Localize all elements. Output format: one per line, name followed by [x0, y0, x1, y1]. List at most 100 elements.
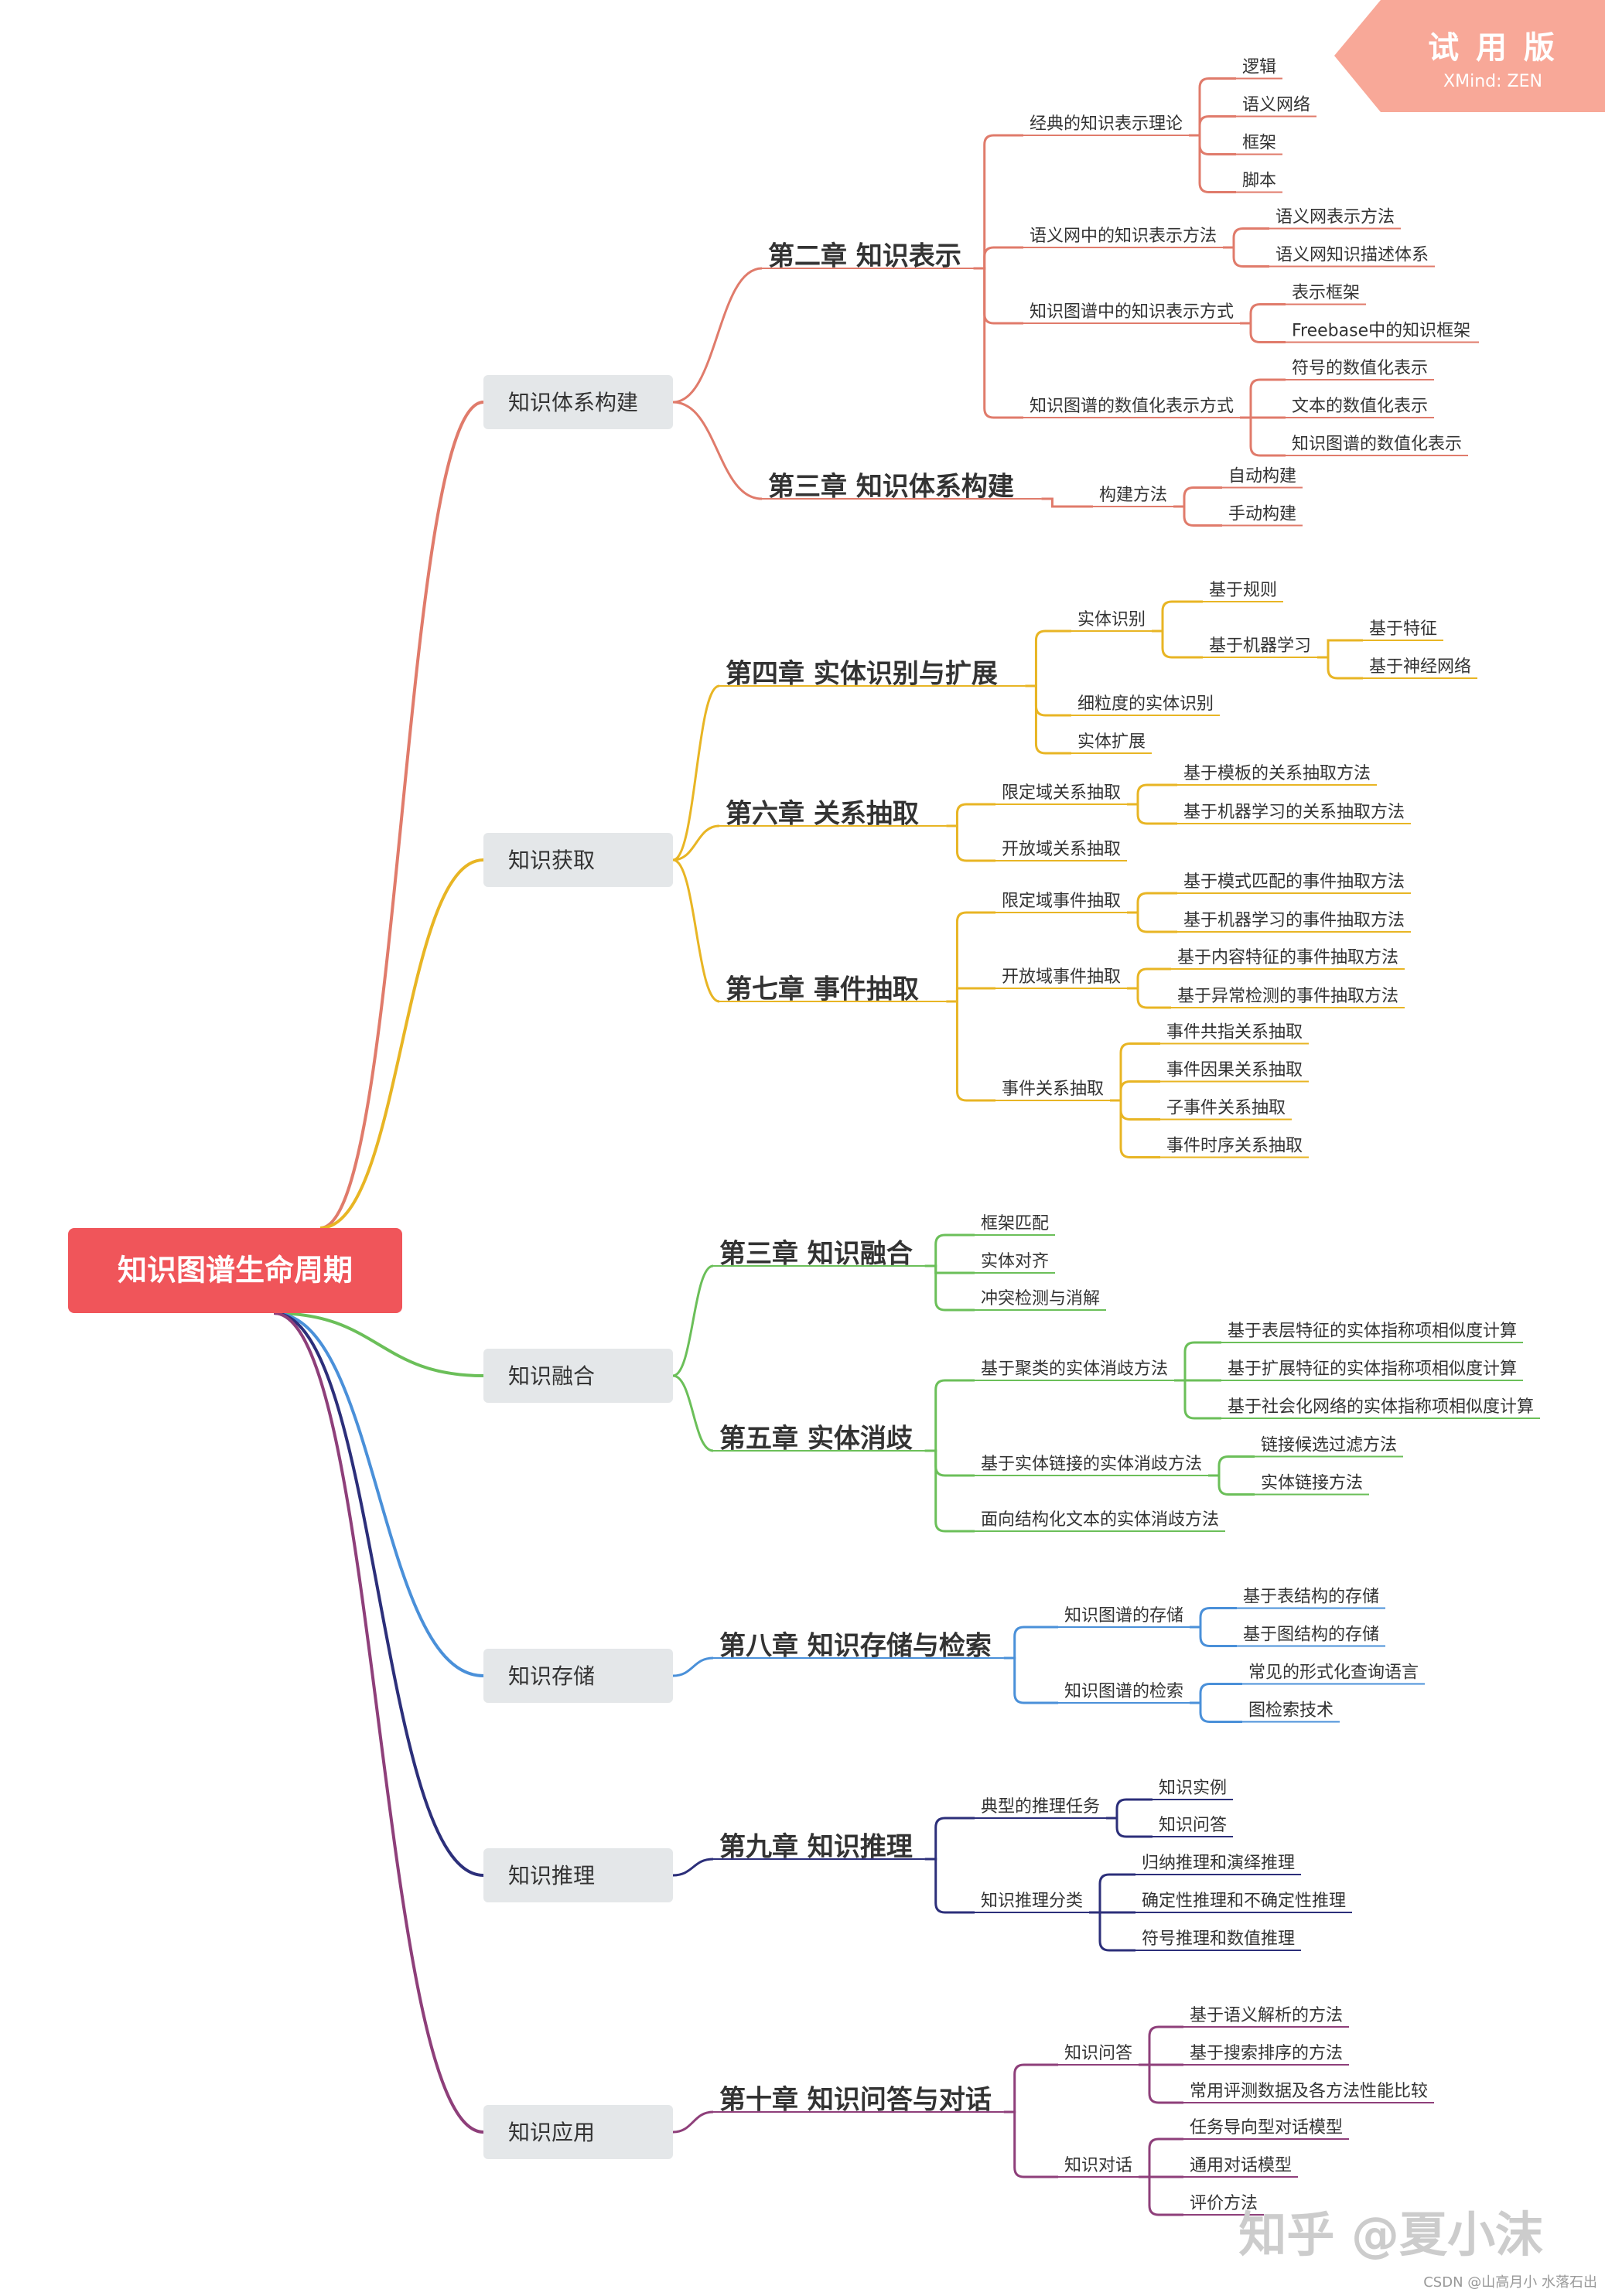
leaf-connector: [1223, 227, 1269, 249]
branch-node-5[interactable]: [483, 1848, 673, 1902]
topic-node: 知识推理分类: [981, 1892, 1083, 1911]
branch-node-6[interactable]: [483, 2105, 673, 2159]
watermark-title: 试 用 版: [1428, 30, 1558, 66]
chapter-node: 第四章 实体识别与扩展: [726, 659, 998, 690]
leaf-connector: [1127, 892, 1177, 914]
leaf-node: 基于神经网络: [1369, 657, 1471, 677]
leaf-connector: [1173, 505, 1222, 527]
leaf-node: 表示框架: [1292, 284, 1360, 303]
leaf-connector: [1189, 134, 1236, 155]
leaf-node: 基于特征: [1369, 619, 1437, 639]
leaf-node: 逻辑: [1242, 58, 1276, 77]
chapter-node: 第九章 知识推理: [719, 1832, 913, 1863]
topic-node: 细粒度的实体识别: [1077, 694, 1214, 714]
topic-connector: [924, 1858, 975, 1914]
leaf-node: 图检索技术: [1248, 1701, 1334, 1721]
topic-node: 知识问答: [1064, 2044, 1132, 2063]
chapter-node: 第二章 知识表示: [768, 241, 961, 272]
topic-connector: [924, 1233, 975, 1267]
leaf-connector: [1152, 600, 1203, 633]
leaf-node: 知识图谱的数值化表示: [1292, 435, 1462, 454]
chapter-connector: [672, 824, 720, 861]
topic-node: 知识图谱的存储: [1064, 1606, 1183, 1626]
branch-label: 知识体系构建: [508, 390, 638, 415]
branch-node-4[interactable]: [483, 1649, 673, 1703]
topic-connector: [924, 1379, 975, 1452]
root-label: 知识图谱生命周期: [118, 1254, 353, 1288]
leaf-node: 语义网表示方法: [1275, 208, 1395, 227]
chapter-connector: [672, 1264, 714, 1377]
topic-connector: [946, 824, 995, 862]
topic-node: 知识图谱的检索: [1064, 1682, 1183, 1701]
branch-label: 知识融合: [508, 1363, 595, 1389]
branch-label: 知识存储: [508, 1663, 595, 1689]
leaf-node: 子事件关系抽取: [1166, 1099, 1286, 1118]
chapter-node: 第三章 知识体系构建: [768, 472, 1014, 503]
chapter-node: 第八章 知识存储与检索: [719, 1631, 992, 1662]
topic-node: 冲突检测与消解: [981, 1289, 1100, 1308]
leaf-node: 手动构建: [1228, 505, 1296, 524]
chapter-connector: [672, 1374, 714, 1452]
branch-line: [273, 1312, 484, 2134]
watermark-subtitle: XMind: ZEN: [1443, 72, 1542, 91]
leaf-node: 符号的数值化表示: [1292, 359, 1428, 378]
leaf-node: 事件因果关系抽取: [1166, 1061, 1303, 1080]
chapter-node: 第十章 知识问答与对话: [719, 2085, 992, 2116]
leaf-node: 事件共指关系抽取: [1166, 1023, 1303, 1042]
topic-node: 语义网中的知识表示方法: [1030, 227, 1217, 246]
leaf-node: 基于表结构的存储: [1243, 1588, 1379, 1607]
branch-node-3[interactable]: [483, 1349, 673, 1403]
leaf-node: 评价方法: [1190, 2194, 1258, 2213]
leaf-connector: [1174, 1379, 1221, 1420]
chapter-connector: [672, 684, 720, 861]
branch-line: [319, 401, 484, 1230]
leaf-connector: [1139, 2025, 1183, 2066]
branch-node-1[interactable]: [483, 375, 673, 429]
chapter-node: 第五章 实体消歧: [719, 1424, 913, 1455]
leaf-node: 链接候选过滤方法: [1261, 1436, 1397, 1455]
chapter-node: 第三章 知识融合: [719, 1239, 913, 1270]
leaf-node: 基于搜索排序的方法: [1190, 2044, 1343, 2063]
topic-connector: [1003, 1626, 1058, 1660]
leaf-node: 基于语义解析的方法: [1190, 2006, 1343, 2025]
leaf-node: 基于模板的关系抽取方法: [1183, 764, 1371, 783]
branch-label: 知识应用: [508, 2120, 595, 2145]
leaf-connector: [1190, 1607, 1237, 1629]
leaf-connector: [1110, 1099, 1160, 1121]
topic-node: 经典的知识表示理论: [1030, 114, 1183, 134]
leaf-connector: [1110, 1042, 1160, 1102]
topic-node: 实体扩展: [1077, 732, 1146, 752]
root-node[interactable]: [68, 1228, 402, 1313]
topic-node: 面向结构化文本的实体消歧方法: [981, 1510, 1219, 1530]
leaf-node: 知识实例: [1159, 1779, 1227, 1798]
branch-line: [273, 1312, 484, 1377]
leaf-connector: [1110, 1080, 1160, 1102]
topic-connector: [973, 134, 1023, 270]
leaf-connector: [1127, 803, 1177, 825]
topic-connector: [1003, 2063, 1058, 2113]
topic-node: 知识对话: [1064, 2156, 1132, 2175]
leaf-connector: [1317, 639, 1363, 659]
leaf-connector: [1139, 2063, 1183, 2104]
leaf-node: Freebase中的知识框架: [1292, 322, 1470, 341]
topic-connector: [924, 1449, 975, 1477]
leaf-node: 自动构建: [1228, 467, 1296, 486]
chapter-connector: [672, 2110, 714, 2134]
leaf-connector: [1190, 1626, 1237, 1647]
topic-connector: [1025, 684, 1071, 755]
topic-connector: [1041, 497, 1093, 508]
topic-node: 基于聚类的实体消歧方法: [981, 1360, 1168, 1379]
leaf-node: 符号推理和数值推理: [1142, 1929, 1295, 1949]
topic-node: 限定域事件抽取: [1002, 892, 1121, 911]
topic-node: 构建方法: [1099, 486, 1167, 505]
leaf-connector: [1106, 1798, 1153, 1820]
topic-connector: [924, 1264, 975, 1312]
chapter-connector: [672, 1656, 714, 1677]
topic-connector: [973, 267, 1023, 325]
leaf-connector: [1317, 656, 1363, 680]
branch-node-2[interactable]: [483, 833, 673, 887]
leaf-node: 通用对话模型: [1190, 2156, 1292, 2175]
topic-node: 事件关系抽取: [1002, 1080, 1104, 1099]
leaf-node: 基于机器学习的事件抽取方法: [1183, 911, 1405, 930]
